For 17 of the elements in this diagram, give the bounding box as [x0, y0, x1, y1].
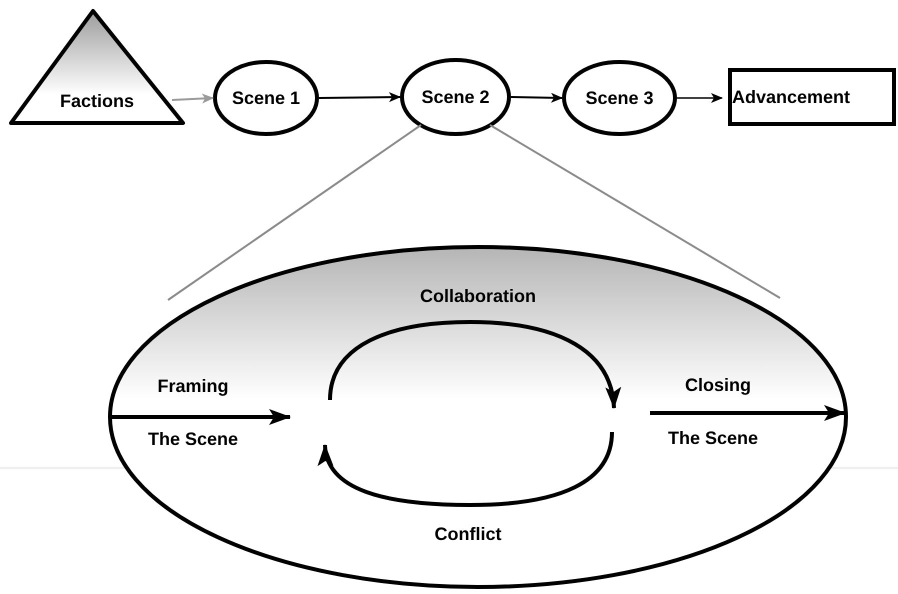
stage-label: The Scene	[146, 428, 240, 450]
zoom-line	[489, 124, 781, 299]
node-label: Scene 3	[585, 86, 654, 110]
node-label: Advancement	[732, 86, 850, 108]
stage-label: The Scene	[666, 427, 760, 450]
node-label: Factions	[60, 91, 134, 111]
arrow	[510, 92, 563, 103]
stage-label: Conflict	[434, 523, 502, 546]
arrow	[172, 94, 214, 104]
node-label: Scene 1	[232, 86, 300, 110]
zoom-line	[167, 124, 422, 301]
arrow	[318, 92, 401, 102]
stage-label: Collaboration	[419, 285, 537, 308]
node-label: Scene 2	[421, 86, 490, 108]
arrow	[677, 93, 723, 103]
stage-label: Framing	[156, 375, 230, 398]
stage-label: Closing	[684, 374, 752, 396]
